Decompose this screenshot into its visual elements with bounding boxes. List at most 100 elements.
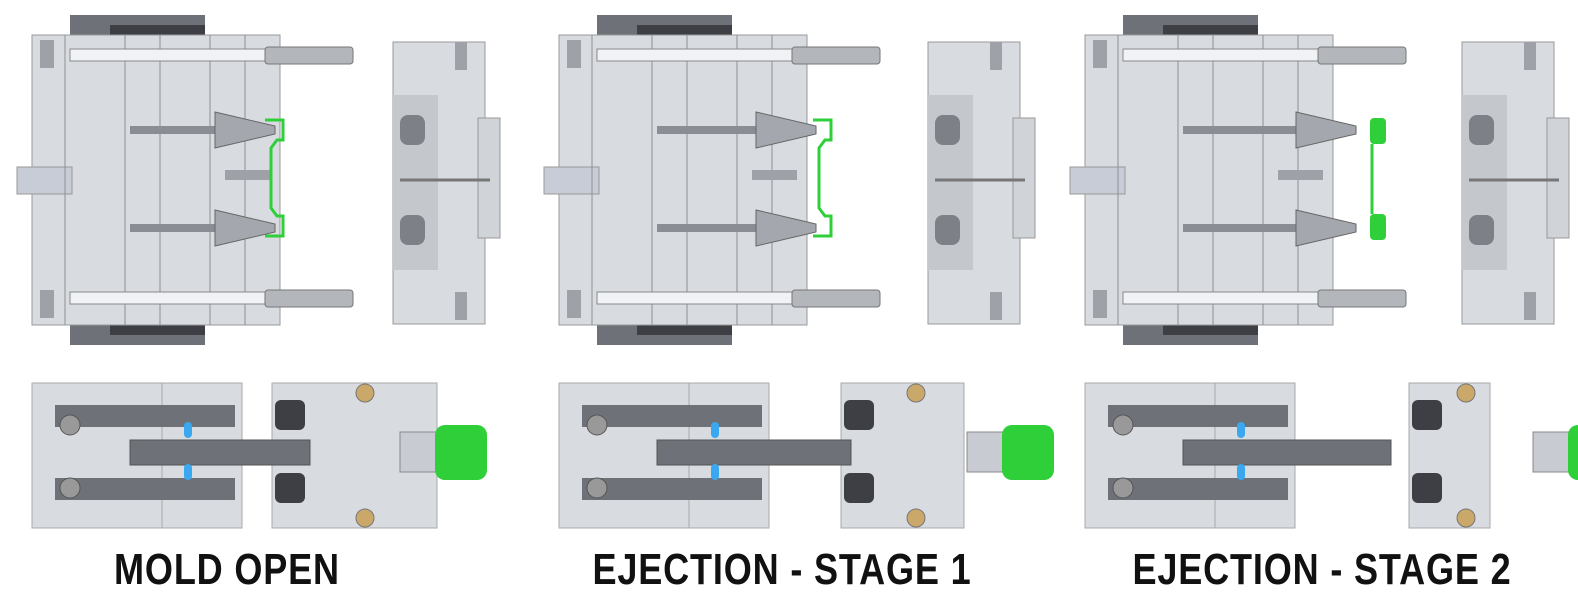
sprue-bushing: [1546, 117, 1570, 239]
brass-bushing: [906, 383, 926, 403]
latch-bar-top: [1108, 405, 1288, 427]
molded-cap: [1002, 425, 1054, 480]
bolt-icon: [1112, 414, 1134, 436]
stage-label-mold-open: MOLD OPEN: [114, 545, 340, 594]
spring: [1237, 464, 1245, 480]
spring: [184, 422, 192, 438]
ejector-rod: [69, 291, 271, 305]
screw-thread: [1093, 290, 1107, 318]
screw-thread: [1524, 292, 1536, 320]
insert-block: [966, 431, 1008, 473]
sprue-bushing: [1012, 117, 1036, 239]
latch-bar-top: [582, 405, 762, 427]
core-pin: [1183, 224, 1323, 232]
core-cone: [755, 111, 817, 149]
insert-block: [1532, 431, 1574, 473]
sprue-bushing: [477, 117, 501, 239]
brass-bushing: [1456, 508, 1476, 528]
center-pin: [752, 170, 797, 180]
leader-pin: [1317, 46, 1407, 65]
bolt-pad: [1412, 473, 1442, 503]
screw-thread: [567, 290, 581, 318]
guide-bushing: [1469, 215, 1494, 245]
core-cone: [214, 111, 276, 149]
molded-cap: [435, 425, 487, 480]
molded-cap: [1568, 425, 1578, 480]
core-cone: [214, 209, 276, 247]
core-cone: [1295, 209, 1357, 247]
molded-part: [265, 118, 285, 238]
stage-label-ejection-stage-1: EJECTION - STAGE 1: [592, 545, 972, 594]
brass-bushing: [355, 383, 375, 403]
bolt-icon: [586, 414, 608, 436]
screw-thread: [567, 40, 581, 68]
bolt-icon: [59, 414, 81, 436]
screw-thread: [990, 42, 1002, 70]
core-cone: [1295, 111, 1357, 149]
locating-ring: [1069, 166, 1126, 195]
spring: [711, 464, 719, 480]
latch-bar-bottom: [1108, 478, 1288, 500]
ejector-rod: [596, 48, 798, 62]
bolt-pad: [275, 473, 305, 503]
locating-ring: [543, 166, 600, 195]
ejector-rod: [1122, 291, 1324, 305]
center-pin: [225, 170, 270, 180]
guide-bushing: [400, 215, 425, 245]
latch-arm: [129, 439, 311, 466]
screw-thread: [990, 292, 1002, 320]
latch-arm: [1182, 439, 1392, 466]
leader-pin: [791, 289, 881, 308]
bolt-pad: [844, 400, 874, 430]
guide-bushing: [1469, 115, 1494, 145]
latch-arm: [656, 439, 852, 466]
leader-pin: [791, 46, 881, 65]
ejector-rod: [69, 48, 271, 62]
brass-bushing: [1456, 383, 1476, 403]
core-pin: [1183, 126, 1323, 134]
core-pin: [130, 126, 270, 134]
mold-panel: [543, 15, 1054, 529]
insert-block: [399, 431, 441, 473]
bolt-pad: [1412, 400, 1442, 430]
guide-bushing: [400, 115, 425, 145]
molded-part-top: [1370, 118, 1386, 144]
ejector-rod: [596, 291, 798, 305]
molded-part-bottom: [1370, 214, 1386, 240]
ejector-rod: [1122, 48, 1324, 62]
spring: [184, 464, 192, 480]
bolt-icon: [586, 477, 608, 499]
mold-panel: [16, 15, 501, 529]
leader-pin: [1317, 289, 1407, 308]
screw-thread: [40, 290, 54, 318]
core-pin: [130, 224, 270, 232]
bolt-pad: [275, 400, 305, 430]
stage-label-ejection-stage-2: EJECTION - STAGE 2: [1132, 545, 1512, 594]
center-pin: [1278, 170, 1323, 180]
mold-panel: [1069, 15, 1578, 529]
brass-bushing: [355, 508, 375, 528]
latch-bar-bottom: [55, 478, 235, 500]
screw-thread: [455, 292, 467, 320]
screw-thread: [455, 42, 467, 70]
screw-thread: [40, 40, 54, 68]
guide-bushing: [935, 215, 960, 245]
core-pin: [657, 126, 797, 134]
spring: [1237, 422, 1245, 438]
bolt-pad: [844, 473, 874, 503]
brass-bushing: [906, 508, 926, 528]
guide-bushing: [935, 115, 960, 145]
locating-ring: [16, 166, 73, 195]
spring: [711, 422, 719, 438]
core-cone: [755, 209, 817, 247]
core-pin: [657, 224, 797, 232]
bolt-icon: [1112, 477, 1134, 499]
leader-pin: [264, 46, 354, 65]
leader-pin: [264, 289, 354, 308]
screw-thread: [1093, 40, 1107, 68]
molded-part: [813, 118, 833, 238]
latch-bar-bottom: [582, 478, 762, 500]
bolt-icon: [59, 477, 81, 499]
latch-bar-top: [55, 405, 235, 427]
